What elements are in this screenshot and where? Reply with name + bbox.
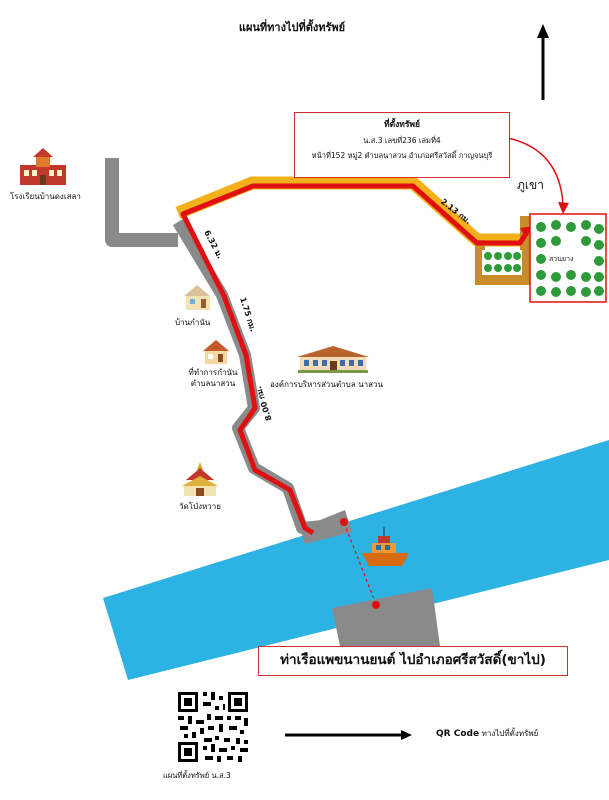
property-location-line: หน้าที่152 หมู่2 ตำบลนาสวน อำเภอศรีสวัสด… (311, 151, 493, 160)
yellow-road (175, 176, 534, 247)
house-icon (184, 285, 210, 310)
gray-road (105, 158, 345, 534)
river (103, 440, 609, 680)
ferry-boat-icon (362, 527, 409, 566)
qr-code-icon[interactable] (176, 690, 250, 764)
property-heading: ที่ตั้งทรัพย์ (383, 120, 421, 130)
pointer-arrow (507, 137, 564, 206)
sao-building-icon (297, 346, 369, 373)
headman-house-label: บ้านกำนัน (175, 318, 211, 327)
qr-link-text[interactable]: QR Code ทางไปที่ตั้งทรัพย์ (436, 727, 538, 740)
pier-road-south (332, 588, 440, 646)
temple-icon (182, 462, 218, 496)
temple-label: วัดโป่งหวาย (179, 502, 221, 511)
rubber-orchard (529, 213, 607, 303)
ferry-start-dot (340, 518, 348, 526)
school-icon (20, 148, 66, 185)
map-title: แผนที่ทางไปที่ตั้งทรัพย์ (238, 21, 346, 34)
mountain-label: ภูเขา (517, 178, 544, 192)
sao-office-label: องค์การบริหารส่วนตำบล นาสวน (270, 380, 383, 389)
qr-link-label: ทางไปที่ตั้งทรัพย์ (481, 729, 539, 738)
qr-pointer-arrow (285, 730, 412, 740)
office-house-icon (203, 340, 229, 364)
brown-road (475, 216, 534, 285)
property-info-box: ที่ตั้งทรัพย์ น.ส.3 เลขที่236 เล่มที่4 ห… (294, 112, 510, 178)
route-line (180, 183, 530, 536)
qr-link-bold: QR Code (436, 729, 480, 739)
headman-office-label: ที่ทำการกำนัน ตำบลนาสวน (188, 368, 238, 388)
qr-caption: แผนที่ตั้งทรัพย์ น.ส.3 (163, 771, 231, 780)
school-label: โรงเรียนบ้านดงเสลา (10, 192, 81, 201)
orchard-label: สวนยาง (549, 255, 574, 263)
ferry-pier-label: ท่าเรือแพขนานยนต์ ไปอำเภอศรีสวัสดิ์(ขาไป… (258, 646, 568, 676)
tree-patch (482, 250, 522, 275)
ferry-end-dot (372, 601, 380, 609)
pier-road-north (300, 510, 352, 544)
property-deed-line: น.ส.3 เลขที่236 เล่มที่4 (363, 136, 441, 145)
north-arrow-icon (537, 24, 549, 100)
ferry-route (343, 522, 377, 605)
